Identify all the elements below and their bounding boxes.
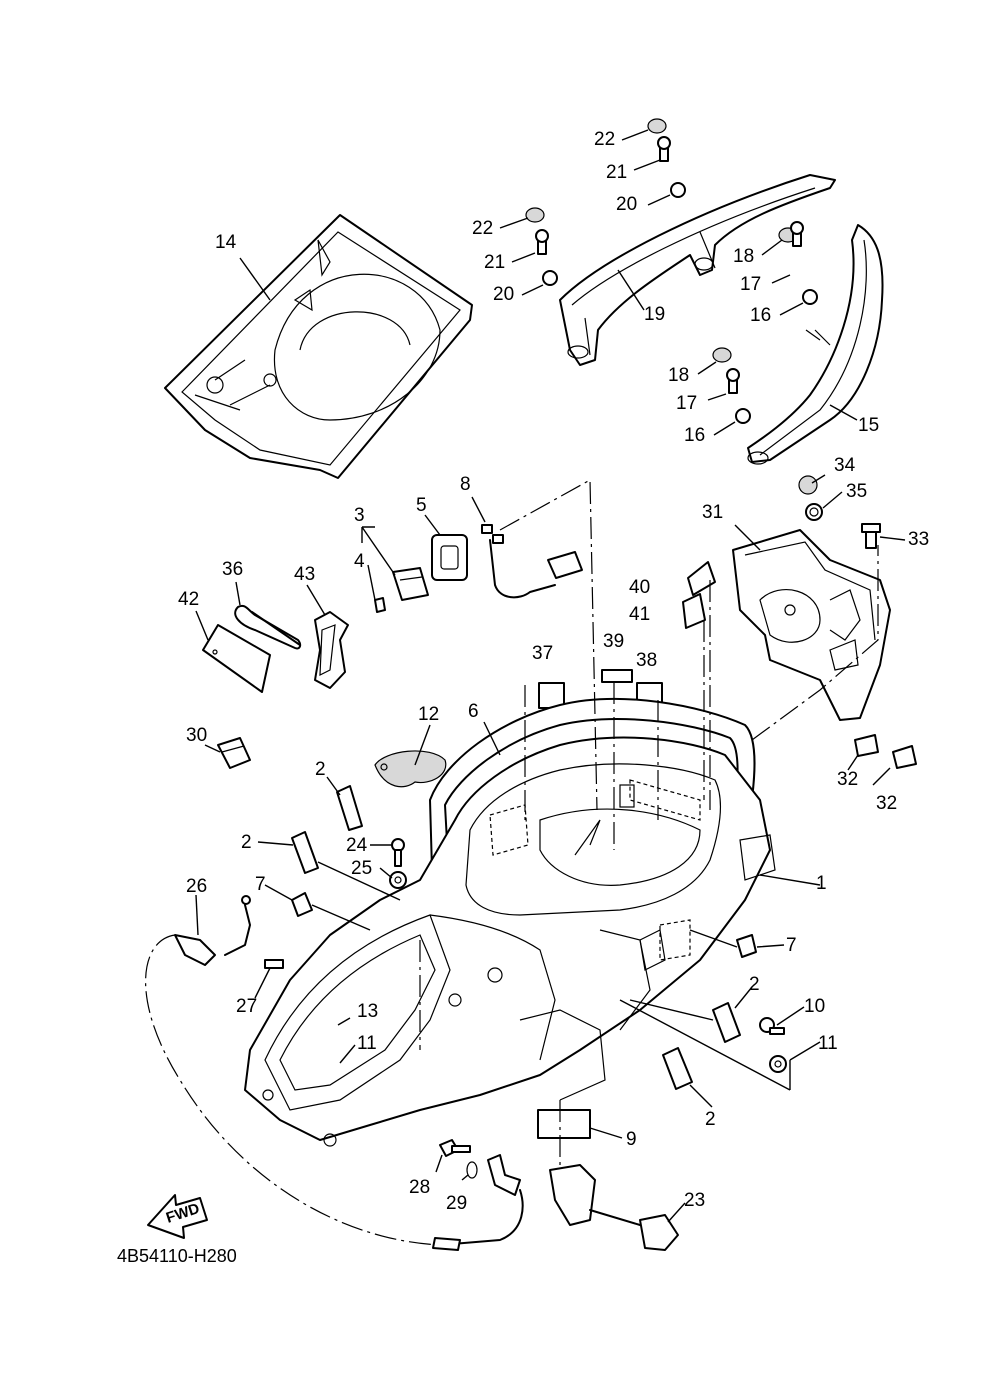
callout-42: 42 [178,589,199,610]
callout-1: 1 [816,873,827,894]
callout-4: 4 [354,551,365,572]
callout-20a: 20 [616,194,637,215]
clip-nuts-part-7 [291,892,757,958]
callout-37: 37 [532,643,553,664]
caution-labels [537,561,716,1139]
clip-parts-2 [291,785,741,1090]
callout-14: 14 [215,232,237,253]
callout-2a: 2 [315,759,326,780]
callout-40: 40 [629,577,650,598]
callout-26: 26 [186,876,207,897]
callout-11b: 11 [818,1033,838,1054]
callout-13: 13 [357,1001,378,1022]
callout-30: 30 [186,725,207,746]
diagram-code: 4B54110-H280 [117,1246,237,1266]
callout-35: 35 [846,481,867,502]
callout-43: 43 [294,564,315,585]
callout-32a: 32 [837,769,858,790]
callout-32b: 32 [876,793,897,814]
callout-17a: 17 [740,274,761,295]
small-parts-3-4-5-8 [374,524,583,613]
callout-8: 8 [460,474,471,495]
callout-6: 6 [468,701,479,722]
callout-5: 5 [416,495,427,516]
callout-labels: 1 2 2 2 2 3 4 5 6 7 7 8 9 10 11 11 12 13… [178,129,929,1214]
callout-24: 24 [346,835,368,856]
clip-part-30 [217,737,251,769]
callout-29: 29 [446,1193,467,1214]
callout-16a: 16 [750,305,771,326]
callout-27: 27 [236,996,257,1017]
callout-18a: 18 [733,246,754,267]
callout-21b: 21 [484,252,505,273]
callout-21a: 21 [606,162,627,183]
callout-7a: 7 [255,874,266,895]
callout-17b: 17 [676,393,697,414]
callout-2c: 2 [749,974,760,995]
front-cover-part-14 [164,214,473,479]
callout-9: 9 [626,1129,637,1150]
callout-7b: 7 [786,935,797,956]
grab-handle-part-19 [559,174,836,366]
leader-lines [195,129,906,1223]
callout-2b: 2 [241,832,252,853]
callout-19: 19 [644,304,665,325]
callout-10: 10 [804,996,825,1017]
callout-23: 23 [684,1190,705,1211]
callout-25: 25 [351,858,372,879]
fender-fasteners [798,475,917,769]
callout-22b: 22 [472,218,493,239]
accessory-parts-36-42-43 [202,604,349,693]
callout-12: 12 [418,704,439,725]
callout-2d: 2 [705,1109,716,1130]
cover-part-12 [374,750,447,788]
fwd-arrow-icon: FWD [147,1194,208,1239]
callout-20b: 20 [493,284,514,305]
callout-18b: 18 [668,365,689,386]
callout-41: 41 [629,604,650,625]
callout-3: 3 [354,505,365,526]
callout-31: 31 [702,502,723,523]
rear-fender-part-31 [732,529,891,721]
callout-22a: 22 [594,129,615,150]
callout-16b: 16 [684,425,705,446]
callout-38: 38 [636,650,657,671]
fasteners-top [525,118,818,424]
side-handle-part-15 [747,224,884,465]
body-part-1 [244,736,776,1147]
callout-28: 28 [409,1177,430,1198]
callout-34: 34 [834,455,856,476]
callout-36: 36 [222,559,243,580]
callout-39: 39 [603,631,624,652]
callout-11a: 11 [357,1033,377,1054]
callout-15: 15 [858,415,879,436]
seat-lock-cable [145,895,679,1251]
callout-33: 33 [908,529,929,550]
